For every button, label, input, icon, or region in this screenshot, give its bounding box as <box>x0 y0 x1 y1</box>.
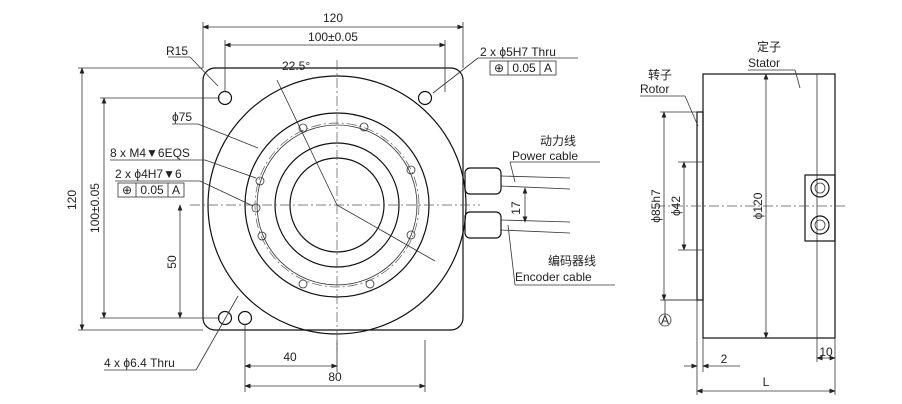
mount-hole-tl <box>217 90 233 106</box>
gland-bottom <box>810 215 830 235</box>
dim-40: 40 <box>283 350 297 364</box>
encoder-cable-gland <box>464 211 502 239</box>
threaded-hole <box>406 230 416 240</box>
dim-hole-spacing-y: 100±0.05 <box>88 183 102 233</box>
datum-symbol <box>658 313 672 327</box>
label-pin-holes: 2 x ϕ4H7▼6 <box>115 167 182 181</box>
label-power-cn: 动力线 <box>540 134 576 148</box>
label-rotor-en: Rotor <box>640 82 669 96</box>
mount-hole-bl <box>217 310 233 326</box>
label-encoder-cn: 编码器线 <box>548 253 596 268</box>
label-encoder-en: Encoder cable <box>515 270 592 284</box>
dim-dia85: ϕ85h7 <box>649 189 663 223</box>
threaded-hole <box>255 176 265 186</box>
label-thru-top: 2 x ϕ5H7 Thru <box>480 45 556 59</box>
label-thread-holes: 8 x M4▼6EQS <box>110 146 190 160</box>
gland-top <box>810 178 830 198</box>
tolerance-frame-top <box>489 60 557 76</box>
threaded-hole <box>298 279 308 289</box>
label-mount-holes: 4 x ϕ6.4 Thru <box>104 356 175 370</box>
label-power-en: Power cable <box>512 149 578 163</box>
dim-angle: 22.5° <box>282 59 310 73</box>
tolerance-datum: A <box>172 183 180 197</box>
dim-17: 17 <box>509 201 523 215</box>
label-stator-cn: 定子 <box>757 39 781 54</box>
dim-L: L <box>763 375 770 389</box>
threaded-hole <box>257 231 267 241</box>
label-rotor-cn: 转子 <box>648 67 672 82</box>
dim-dia42: ϕ42 <box>669 196 683 216</box>
flange-outline <box>202 67 464 331</box>
side-view: ϕ85h7 ϕ42 ϕ120 定子 Stator 转子 Rotor A 2 10… <box>640 39 848 395</box>
threaded-hole <box>406 165 416 175</box>
dim-hole-spacing-x: 100±0.05 <box>308 30 358 44</box>
mount-hole-tr <box>417 90 433 106</box>
tolerance-value-top: 0.05 <box>512 61 536 75</box>
datum-label: A <box>661 313 669 327</box>
dim-50: 50 <box>165 255 179 269</box>
threaded-hole <box>298 123 308 133</box>
dim-80: 80 <box>328 370 342 384</box>
dim-dia120: ϕ120 <box>751 192 765 219</box>
dim-overall-height: 120 <box>65 190 79 210</box>
tolerance-datum-top: A <box>544 61 552 75</box>
flatness-symbol-top: ⊕ <box>494 61 504 75</box>
dim-radius: R15 <box>166 44 188 58</box>
mount-hole-br <box>237 310 253 326</box>
power-cable-gland <box>464 167 502 195</box>
label-stator-en: Stator <box>748 56 780 70</box>
dim-overall-width: 120 <box>323 11 343 25</box>
threaded-hole <box>365 279 375 289</box>
tolerance-value: 0.05 <box>140 183 164 197</box>
dim-10: 10 <box>819 345 833 359</box>
pin-hole <box>251 203 261 213</box>
flatness-symbol: ⊕ <box>122 183 132 197</box>
connector-block <box>804 174 836 242</box>
dim-2: 2 <box>721 352 728 366</box>
dim-dia75: ϕ75 <box>172 110 192 124</box>
threaded-hole <box>359 122 369 132</box>
tolerance-frame <box>117 182 185 198</box>
front-view: 120 100±0.05 120 100±0.05 50 R15 22.5° ϕ… <box>65 11 615 392</box>
